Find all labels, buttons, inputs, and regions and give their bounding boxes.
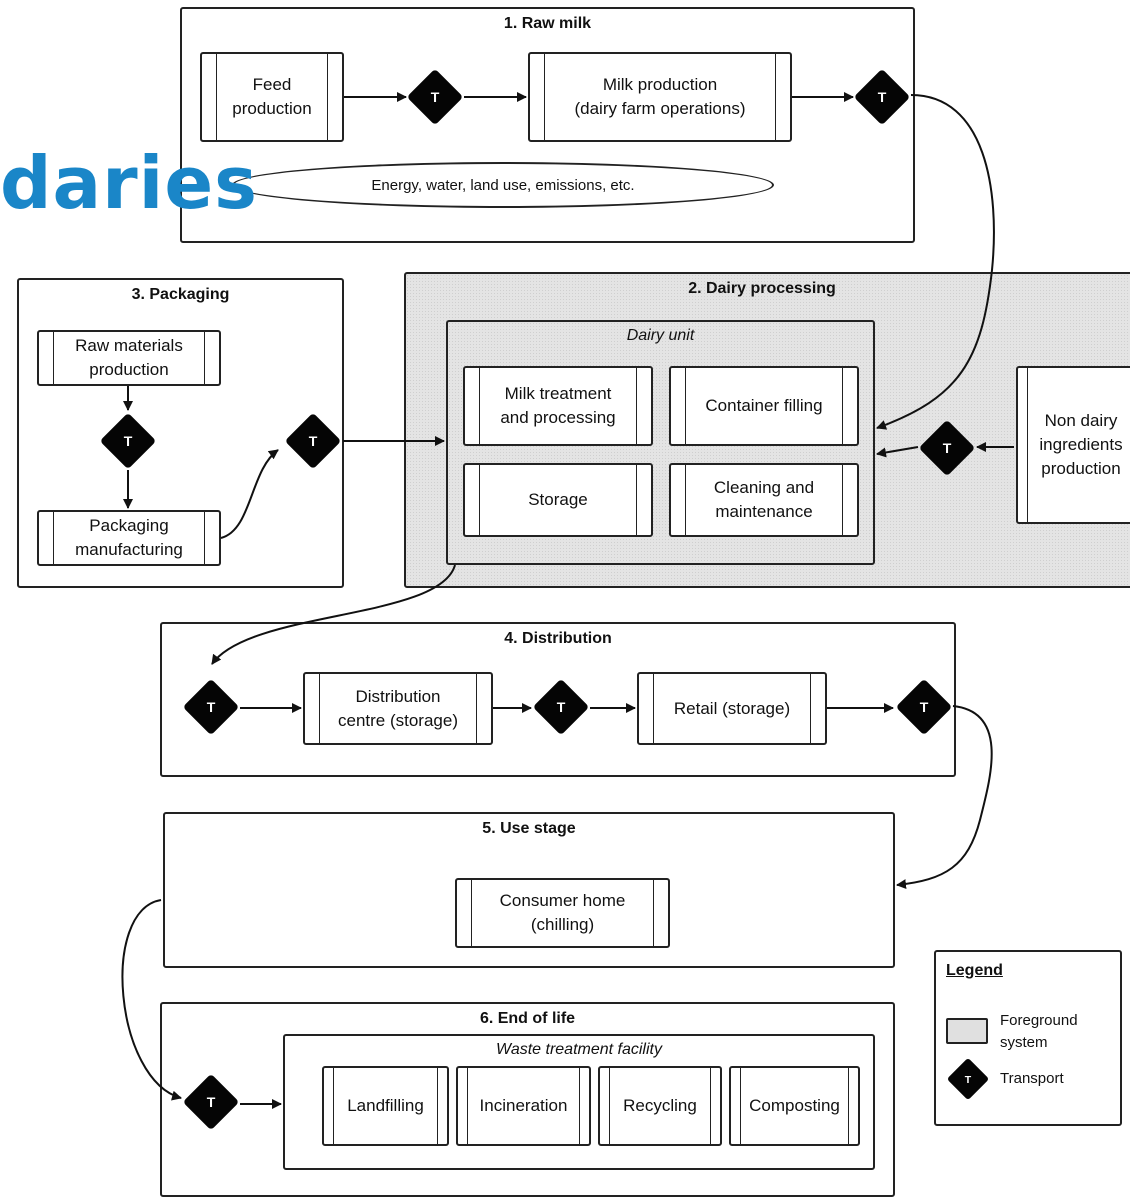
process-consumer-home: Consumer home (chilling) xyxy=(455,878,670,948)
process-feed-production: Feed production xyxy=(200,52,344,142)
transport-icon: T xyxy=(180,1071,242,1133)
transport-icon: T xyxy=(851,66,913,128)
stage-title: 3. Packaging xyxy=(131,286,230,303)
legend-foreground-label: Foreground system xyxy=(1000,1012,1078,1051)
transport-icon: T xyxy=(893,676,955,738)
process-non-dairy: Non dairy ingredients production xyxy=(1016,366,1130,524)
process-raw-materials: Raw materials production xyxy=(37,330,221,386)
process-retail: Retail (storage) xyxy=(637,672,827,745)
arrow-t-to-dairy xyxy=(876,446,919,458)
arrow-manufacturing-to-t xyxy=(220,449,279,539)
transport-icon: T xyxy=(97,410,159,472)
arrow-dairy-to-distribution xyxy=(211,564,456,665)
transport-icon: T xyxy=(404,66,466,128)
legend: Legend Foreground system T Transport xyxy=(934,950,1122,1126)
process-recycling: Recycling xyxy=(598,1066,722,1146)
stage-title: 2. Dairy processing xyxy=(688,280,836,297)
process-packaging-manufacturing: Packaging manufacturing xyxy=(37,510,221,566)
stage-title: 6. End of life xyxy=(479,1010,576,1027)
transport-icon: T xyxy=(916,417,978,479)
legend-foreground-swatch xyxy=(946,1018,988,1044)
stage-title: 1. Raw milk xyxy=(503,15,592,32)
legend-title: Legend xyxy=(946,962,1003,979)
transport-icon: T xyxy=(282,410,344,472)
legend-transport-label: Transport xyxy=(1000,1070,1064,1087)
stage-title: 5. Use stage xyxy=(482,820,576,837)
transport-icon: T xyxy=(180,676,242,738)
process-distribution-centre: Distribution centre (storage) xyxy=(303,672,493,745)
arrow-t-to-use xyxy=(896,705,993,890)
process-container-filling: Container filling xyxy=(669,366,859,446)
process-milk-production: Milk production (dairy farm operations) xyxy=(528,52,792,142)
stage-title: 4. Distribution xyxy=(504,630,612,647)
process-cleaning: Cleaning and maintenance xyxy=(669,463,859,537)
dairy-unit-label: Dairy unit xyxy=(626,327,695,344)
legend-transport-icon: T xyxy=(945,1056,992,1103)
arrow-t2-to-dairy xyxy=(876,94,995,430)
arrow-use-to-eol xyxy=(121,899,182,1101)
process-composting: Composting xyxy=(729,1066,860,1146)
transport-icon: T xyxy=(530,676,592,738)
process-landfilling: Landfilling xyxy=(322,1066,449,1146)
process-storage: Storage xyxy=(463,463,653,537)
waste-facility-label: Waste treatment facility xyxy=(496,1041,662,1058)
inputs-ellipse: Energy, water, land use, emissions, etc. xyxy=(232,162,774,208)
process-milk-treatment: Milk treatment and processing xyxy=(463,366,653,446)
overlay-heading: daries xyxy=(0,141,258,225)
dairy-unit-box: Dairy unit xyxy=(446,320,875,565)
process-incineration: Incineration xyxy=(456,1066,591,1146)
